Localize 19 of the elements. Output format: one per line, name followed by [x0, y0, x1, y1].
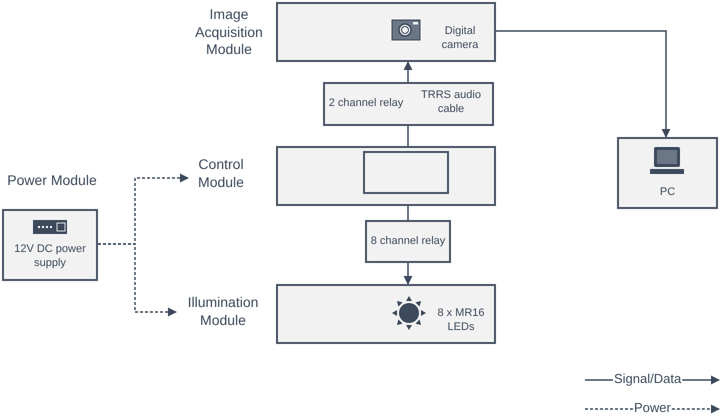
arrow — [496, 30, 670, 138]
module-heading: Image Acquisition Module — [194, 6, 264, 58]
module-heading: Control Module — [197, 156, 245, 191]
legend-label: Signal/Data — [614, 371, 682, 386]
box-label: 12V DC power supply — [13, 242, 87, 271]
legend-label: Power — [634, 400, 671, 415]
connector-line — [407, 206, 409, 220]
connector-line — [407, 126, 409, 146]
box-label: Digital camera — [440, 24, 480, 53]
module-heading: Illumination Module — [186, 294, 260, 329]
box-label: 8 x MR16 LEDs — [436, 306, 486, 335]
arrow — [404, 61, 412, 82]
arrow — [404, 263, 412, 285]
box-label: 2 channel relay — [328, 96, 404, 110]
box-label: TRRS audio cable — [420, 88, 482, 117]
box-label: PC — [658, 185, 676, 200]
box-label: 8 channel relay — [370, 234, 446, 248]
arrow — [98, 243, 177, 316]
module-heading: Power Module — [6, 172, 98, 190]
